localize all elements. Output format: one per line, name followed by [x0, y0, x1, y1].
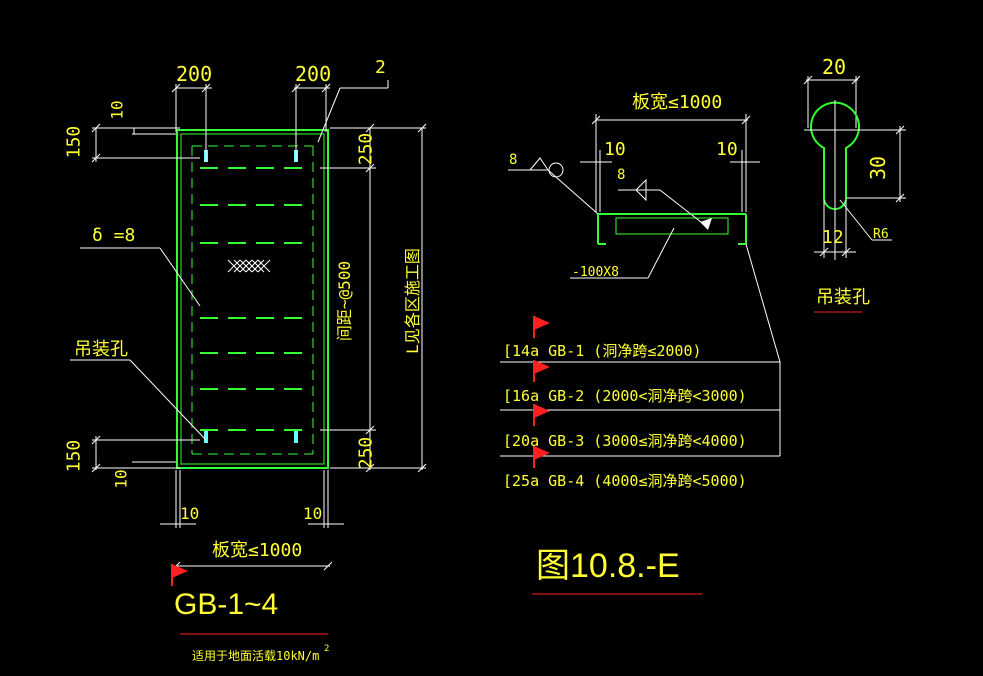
- weld-symbol: [529, 157, 549, 171]
- leader-line: [647, 227, 675, 279]
- hatch-line: [233, 259, 247, 273]
- dim-tick: [201, 83, 211, 93]
- callout-number: 2: [375, 57, 386, 78]
- weld-8-b: 8: [617, 167, 626, 183]
- hatch-line: [239, 259, 253, 273]
- dim-tick: [841, 247, 851, 257]
- dim-150-top: 150: [63, 125, 85, 159]
- hatch-line: [245, 259, 259, 273]
- drawing-lines: [70, 75, 906, 635]
- dim-250-top: 250: [355, 132, 377, 166]
- dim-250-bottom: 250: [355, 436, 377, 470]
- weld-circle: [548, 162, 564, 178]
- weld-mark: [700, 218, 712, 230]
- section-dim-10-left: 10: [604, 139, 626, 160]
- section-dim-10-right: 10: [716, 139, 738, 160]
- weld-symbol: [635, 178, 647, 202]
- dim-tick: [291, 83, 301, 93]
- load-note: 适用于地面活载10kN/m: [192, 649, 320, 663]
- lifting-hole: [204, 431, 208, 443]
- lifting-hole: [294, 431, 298, 443]
- dim-10-top-left: 10: [107, 100, 127, 120]
- board-width-plan: 板宽≤1000: [212, 540, 303, 561]
- dim-tick: [895, 193, 905, 203]
- dim-tick: [417, 463, 427, 473]
- hatch-line: [227, 259, 241, 273]
- weld-8-a: 8: [509, 152, 518, 168]
- table-row: [16a GB-2 (2000<洞净跨<3000): [503, 387, 747, 405]
- flag-marker: [172, 564, 188, 578]
- flag-marker: [534, 404, 550, 418]
- leader-line: [745, 243, 781, 363]
- flat-bar-label: -100X8: [572, 265, 619, 280]
- leader-line: [159, 247, 201, 307]
- dim-tick: [323, 561, 333, 571]
- leader-line: [129, 359, 207, 441]
- dim-200-left: 200: [176, 62, 213, 86]
- hatch-line: [251, 259, 265, 273]
- plate-outline: [176, 129, 329, 469]
- dim-150-bottom: 150: [63, 439, 85, 473]
- dim-tick: [91, 153, 101, 163]
- flag-marker: [534, 316, 550, 330]
- hole-radius: R6: [873, 227, 889, 242]
- drawing-title: GB-1~4: [174, 588, 279, 621]
- length-label: L见各区施工图: [402, 248, 422, 354]
- dim-tick: [91, 123, 101, 133]
- flag-marker: [534, 446, 550, 460]
- leader-line: [317, 87, 341, 143]
- table-row: [25a GB-4 (4000≤洞净跨<5000): [503, 472, 747, 490]
- hatch-line: [257, 259, 271, 273]
- dim-tick: [895, 125, 905, 135]
- dim-tick: [417, 123, 427, 133]
- dim-10-bottom-a: 10: [180, 504, 200, 523]
- hole-dim-30: 30: [866, 155, 891, 181]
- hole-dim-20: 20: [822, 55, 847, 79]
- delta-label: δ =8: [92, 225, 136, 246]
- leader-line: [839, 199, 873, 241]
- plate-inner-outline: [180, 133, 325, 465]
- table-row: [20a GB-3 (3000≤洞净跨<4000): [503, 432, 747, 450]
- dim-tick: [365, 123, 375, 133]
- dim-tick: [819, 247, 829, 257]
- lift-hole-label: 吊装孔: [74, 339, 128, 360]
- spacing-label: 间距~@500: [335, 260, 355, 342]
- hole-detail-label: 吊装孔: [816, 287, 870, 308]
- dim-10-bottom-b: 10: [303, 504, 323, 523]
- figure-label: 图10.8.-E: [536, 547, 680, 585]
- section-board-width: 板宽≤1000: [632, 92, 723, 113]
- dim-tick: [365, 425, 375, 435]
- dim-tick: [91, 435, 101, 445]
- dim-200-right: 200: [295, 62, 332, 86]
- dim-tick: [171, 83, 181, 93]
- table-row: [14a GB-1 (洞净跨≤2000): [503, 342, 702, 360]
- dim-tick: [365, 163, 375, 173]
- section-flat-bar: [615, 217, 729, 235]
- dim-tick: [365, 463, 375, 473]
- weld-leader: [659, 189, 707, 227]
- load-note-sup: 2: [324, 644, 330, 654]
- dim-tick: [321, 83, 331, 93]
- flag-marker: [534, 360, 550, 374]
- hole-dim-12: 12: [822, 227, 844, 248]
- dim-10-bottom-left: 10: [111, 469, 131, 489]
- dim-tick: [91, 463, 101, 473]
